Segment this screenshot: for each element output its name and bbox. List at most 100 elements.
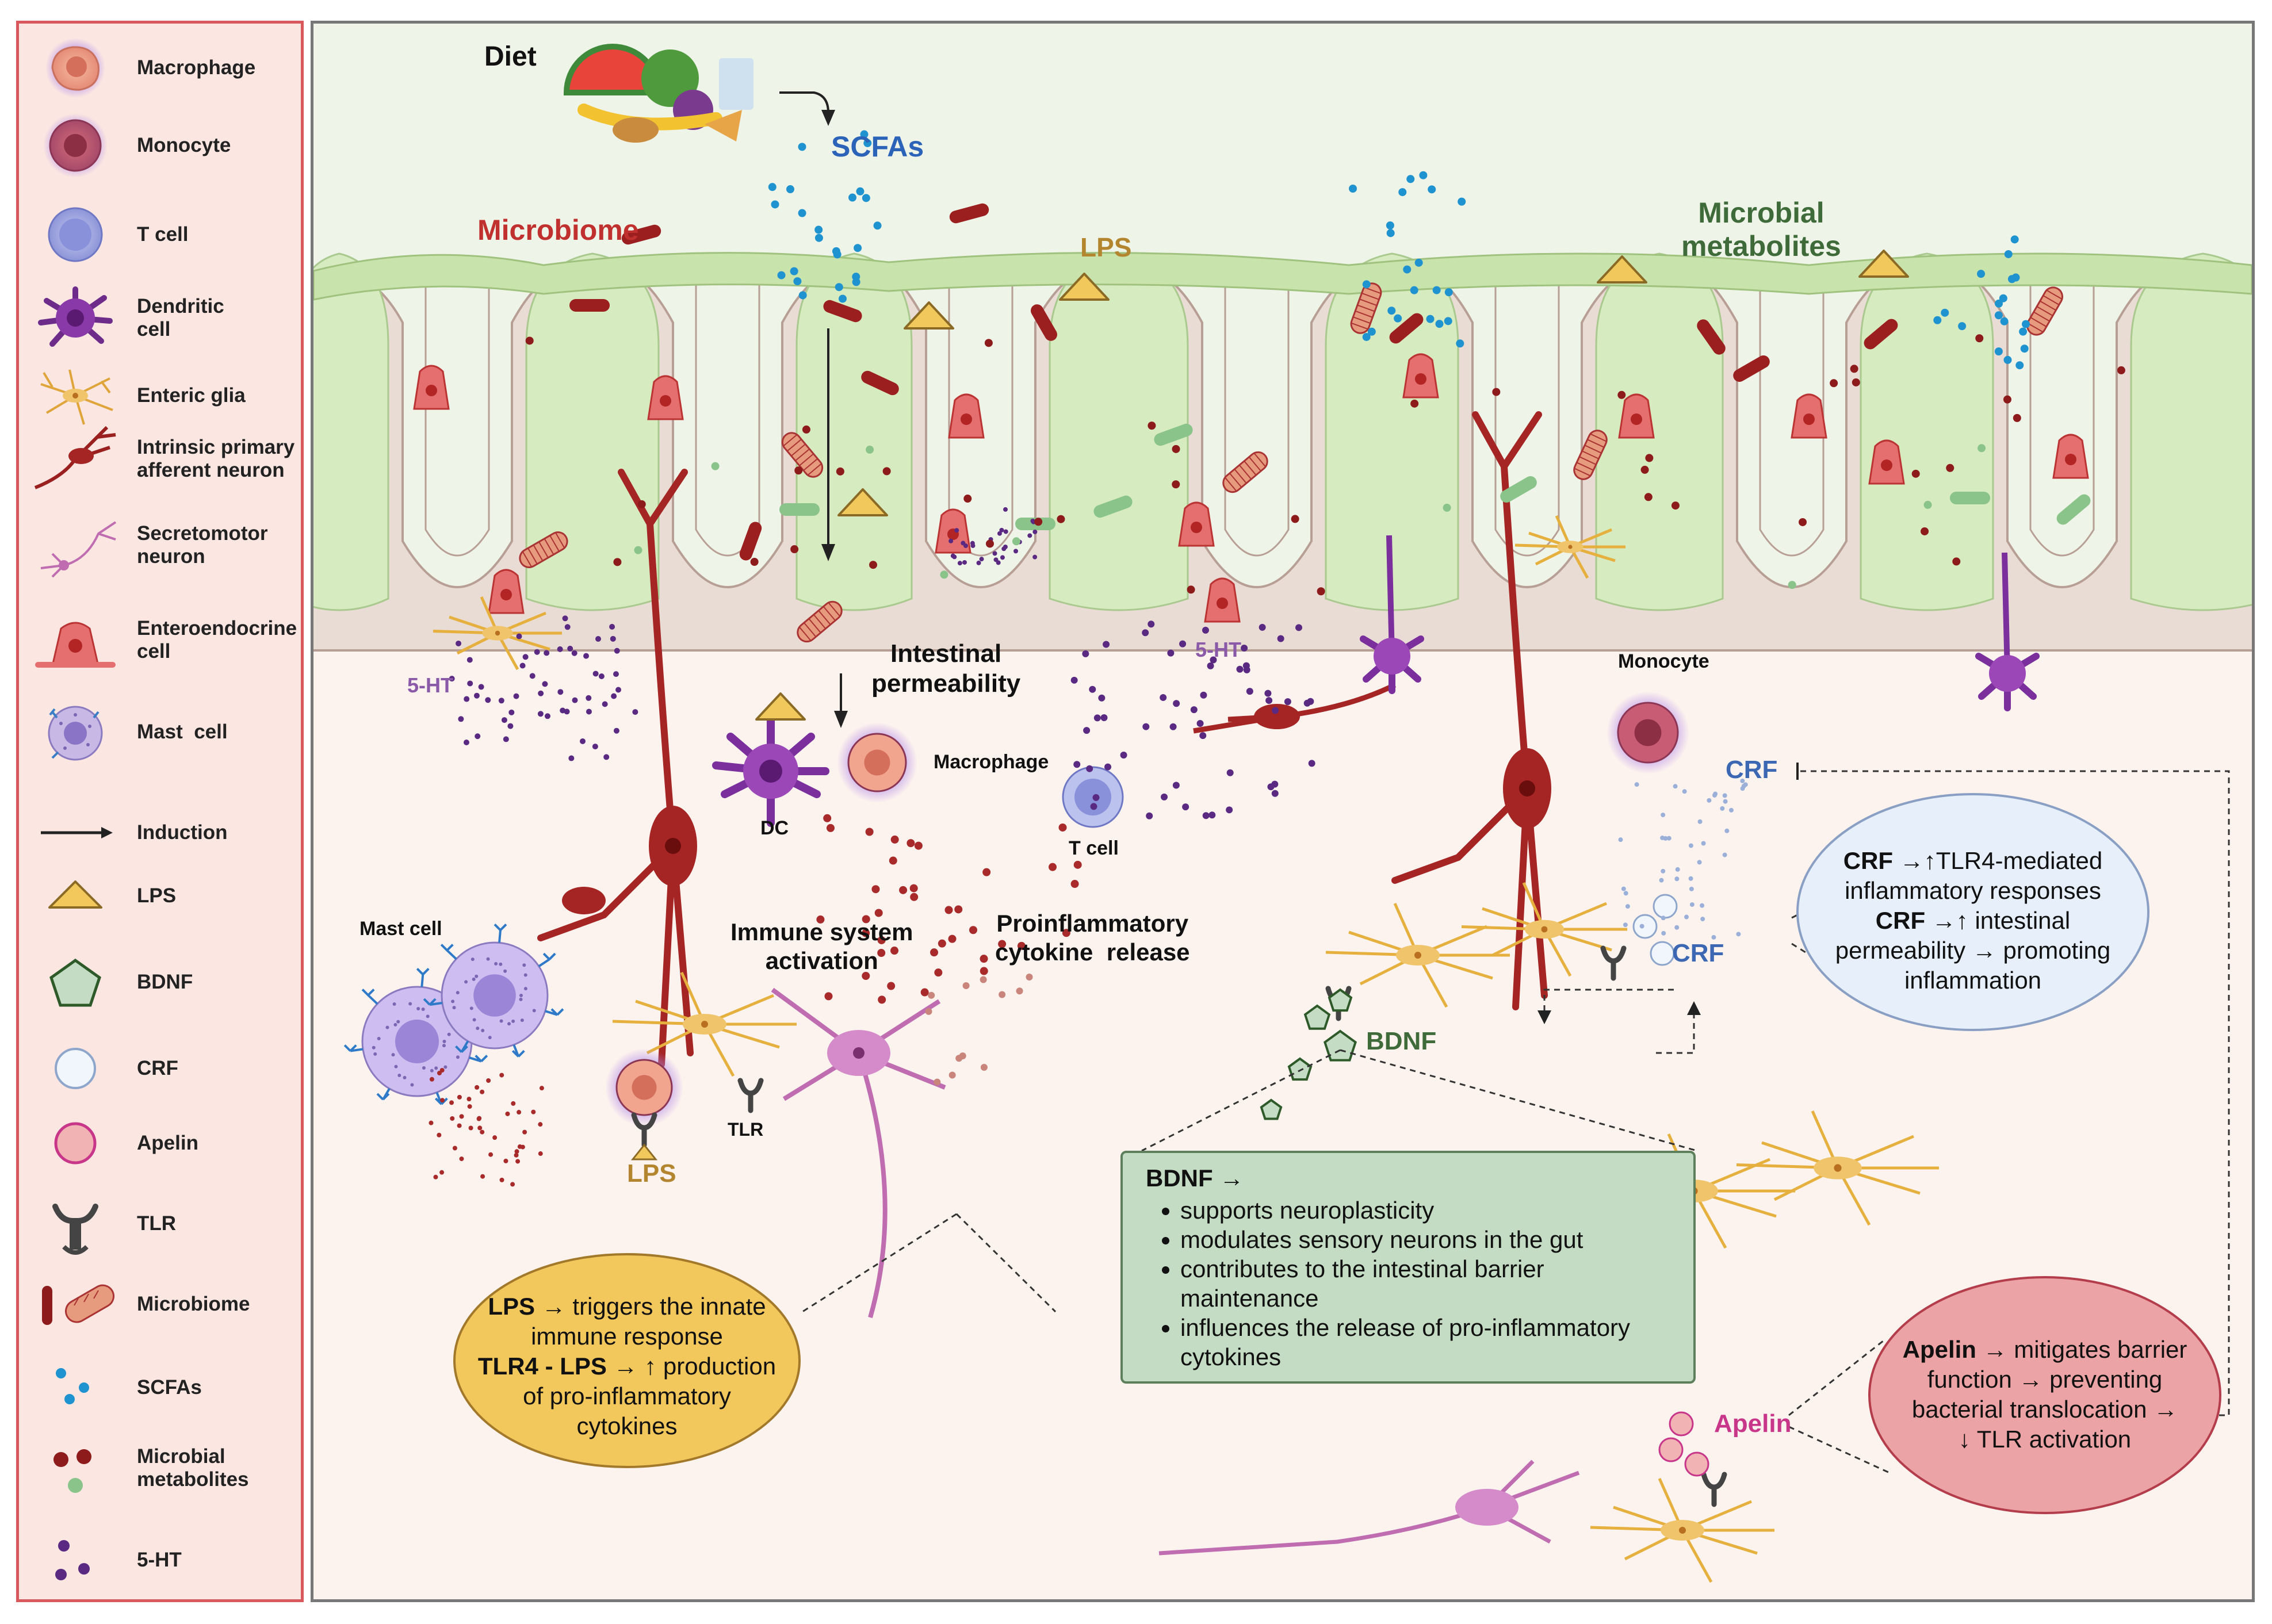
secretomotor-neuron-icon [29,511,121,580]
afferent-neuron-icon [29,424,121,493]
legend-item-metabolite-dots: Microbial metabolites [19,1434,301,1503]
diet-label: Diet [484,41,537,72]
microbiome-bacteria [781,432,824,478]
monocyte [1607,691,1689,774]
lps-info-text: LPS → triggers the innate immune respons… [477,1293,777,1439]
legend-label: Intrinsic primary afferent neuron [137,436,295,481]
apelin-label: Apelin [1714,1409,1792,1438]
cytokine-particles [925,973,1033,1086]
blue-dots-icon [29,1353,121,1422]
metabolite-particles [634,444,1986,589]
mast-cell-label: Mast cell [359,918,442,940]
enteric-glia [1461,882,1627,977]
5ht-left-label: 5-HT [407,673,453,697]
mast-cell [423,924,564,1058]
enteric-glia [1736,1110,1939,1226]
apelin-info-text: Apelin → mitigates barrier function → pr… [1902,1336,2187,1453]
metabolite-dots-icon [29,1434,121,1503]
microbiome-bacteria [1031,304,1057,341]
scfa-particles [768,130,882,303]
legend-label: Secretomotor neuron [137,522,268,568]
legend-item-bacteria: Microbiome [19,1270,301,1339]
crf-top-label: CRF [1726,756,1778,784]
crypt-lumen [1224,271,1290,557]
microbial-metabolite [1500,476,1537,503]
legend-item-pentagon: BDNF [19,948,301,1017]
bdnf-effect-item: influences the release of pro-inflammato… [1180,1313,1670,1372]
immune-activation-label: Immune system activation [730,918,913,974]
afferent-neuron-small [562,887,606,914]
legend-label: LPS [137,884,177,907]
crf-info-text: CRF →↑TLR4-mediated inflammatory respons… [1835,847,2111,994]
microbiome-bacteria [823,300,862,323]
lps-top-label: LPS [1080,232,1132,262]
legend-label: BDNF [137,971,193,993]
microbial-metabolite [2056,494,2091,525]
bdnf-effect-item: contributes to the intestinal barrier ma… [1180,1254,1670,1313]
lps-triangle [904,301,954,330]
lps-triangle [1858,250,1909,278]
t-cell-icon [29,200,121,269]
apelin-molecule [1658,1437,1684,1462]
circle-outline-icon [29,1034,121,1103]
villus-core [313,252,389,611]
mucus-layer [313,252,2252,301]
microbiome-bacteria [1733,355,1770,382]
tlr-receptor [1600,945,1627,981]
purple-dots-icon [29,1526,121,1595]
legend-item-monocyte: Monocyte [19,111,301,180]
crf-particles [1618,778,1748,940]
legend-item-enteric-glia: Enteric glia [19,361,301,430]
scfa-particles [1933,235,2030,370]
bdnf-effects-list: supports neuroplasticitymodulates sensor… [1180,1196,1670,1372]
bacteria-icon [29,1270,121,1339]
apelin-molecule [1669,1411,1694,1437]
macrophage-label: Macrophage [934,751,1049,773]
legend-label: Mast cell [137,721,228,743]
scfas-label: SCFAs [831,131,924,163]
crf-molecule [1650,941,1675,966]
legend-label: CRF [137,1057,178,1079]
legend-label: 5-HT [137,1549,182,1571]
legend-label: Microbiome [137,1293,250,1315]
microbiome-bacteria [519,531,568,568]
microbial-metabolite [779,503,820,516]
crf-molecule [1632,914,1658,939]
legend-label: Induction [137,821,228,844]
legend-item-triangle: LPS [19,861,301,930]
enteric-glia [433,596,562,671]
crypt-lumen [424,271,490,557]
mast-cell-icon [29,698,121,767]
microbiome-bacteria [2026,286,2063,336]
legend-item-afferent-neuron: Intrinsic primary afferent neuron [19,424,301,493]
enteric-glia-icon [29,361,121,430]
macrophage [837,722,917,803]
pink-circle-icon [29,1109,121,1178]
bdnf-effect-item: supports neuroplasticity [1180,1196,1670,1225]
5ht-mid-label: 5-HT [1195,638,1241,661]
villus-core [795,252,913,611]
legend-item-arrow: Induction [19,798,301,867]
legend-label: Enteroendocrine cell [137,617,297,662]
cytokine-release-label: Proinflammatory cytokine release [995,910,1190,966]
bdnf-pentagon [1324,1029,1357,1062]
legend-item-macrophage: Macrophage [19,33,301,102]
microbiome-bacteria [1389,313,1424,344]
dendritic-cell [712,715,829,827]
lps-triangle [1059,273,1110,301]
tlr-receptor [737,1078,764,1113]
villus-core [1595,252,1724,611]
legend-item-mast-cell: Mast cell [19,698,301,767]
lps-triangle [630,1143,658,1160]
bdnf-label: BDNF [1366,1027,1437,1055]
intestinal-permeability-label: Intestinal permeability [871,639,1021,698]
enteric-glia [1514,515,1625,579]
tlr-receptor [631,1112,657,1148]
macrophage-icon [29,33,121,102]
legend-label: Apelin [137,1132,198,1154]
crf-molecule [1653,894,1678,919]
serotonin-particles [1070,621,1315,819]
lps-triangle [837,488,888,516]
microbial-metabolites-label: Microbial metabolites [1681,197,1841,262]
